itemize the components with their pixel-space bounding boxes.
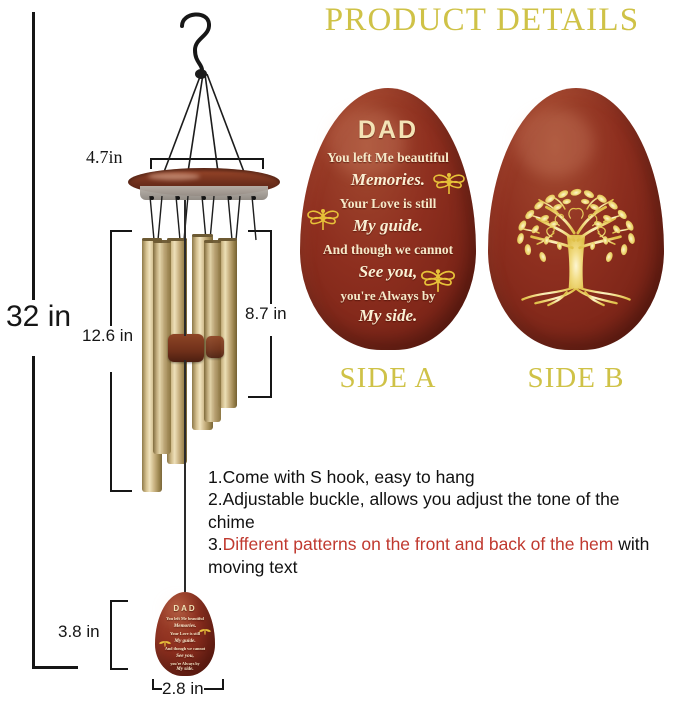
tube-cap (167, 238, 187, 241)
mini-sail-line-8: My side. (176, 667, 194, 672)
short-tube-line-lower (270, 336, 272, 398)
feature-1-number: 1. (208, 467, 223, 487)
feature-item-3: 3.Different patterns on the front and ba… (208, 533, 670, 578)
long-tube-line-lower (110, 372, 112, 492)
short-tube-line-upper (270, 230, 272, 304)
side-a-line-7: you're Always by (340, 288, 436, 303)
chime-tube (153, 240, 171, 454)
feature-3-tail: with moving text (208, 534, 650, 577)
long-tube-line-upper (110, 230, 112, 326)
wooden-clapper-side (206, 336, 224, 358)
side-a-line-4: My guide. (353, 216, 423, 235)
feature-2-number: 2. (208, 489, 223, 510)
mini-sail-line-6: See you, (176, 653, 194, 659)
feature-1-text: Come with S hook, easy to hang (222, 467, 475, 487)
tube-cap (204, 240, 221, 243)
dimension-sail-width: 2.8 in (162, 679, 204, 699)
tube-cap (142, 238, 162, 241)
tube-cap (192, 234, 213, 237)
disc-width-tick-right (262, 158, 264, 169)
sail-height-line (110, 600, 112, 670)
side-b-label: SIDE B (527, 362, 625, 394)
mini-sail-line-3: Your Love is still (169, 631, 201, 636)
overall-height-foot (32, 666, 78, 669)
side-a-line-2: Memories. (350, 170, 426, 189)
mini-sail-gloss (164, 598, 191, 621)
sail-cord (184, 360, 186, 592)
side-a-line-1: You left Me beautiful (327, 150, 449, 165)
feature-item-1: 1.Come with S hook, easy to hang (208, 466, 670, 488)
sail-height-tick-top (110, 600, 128, 602)
long-tube-tick-top (110, 230, 132, 232)
dragonfly-icon (418, 266, 458, 299)
tube-cap (218, 238, 237, 241)
overall-height-line-upper (32, 12, 35, 300)
dragonfly-icon (306, 206, 340, 237)
mini-sail-line-1: You left Me beautiful (166, 616, 204, 621)
feature-2-text: Adjustable buckle, allows you adjust the… (208, 489, 620, 532)
side-b-gloss (516, 108, 594, 178)
sail-height-tick-bottom (110, 668, 128, 670)
feature-list: 1.Come with S hook, easy to hang 2.Adjus… (208, 466, 670, 578)
tube-cap (153, 240, 171, 243)
dimension-total-height: 32 in (6, 300, 72, 334)
side-a-line-5: And though we cannot (322, 242, 454, 257)
side-a-wind-catcher: DAD You left Me beautiful Memories. Your… (300, 88, 476, 350)
mini-sail-line-5: And though we cannot (164, 646, 206, 651)
mini-sail-line-2: Memories. (173, 623, 197, 629)
side-a-label: SIDE A (339, 362, 437, 394)
chime-tube (218, 238, 237, 408)
sail-width-tick-right (222, 679, 224, 689)
disc-width-line (150, 158, 264, 160)
mini-sail-heading: DAD (173, 604, 197, 613)
tree-of-life-icon (502, 174, 650, 316)
dragonfly-icon (432, 170, 466, 201)
wooden-clapper (168, 334, 204, 362)
page-title: PRODUCT DETAILS (324, 2, 640, 38)
side-a-heading: DAD (357, 116, 419, 144)
s-hook (168, 6, 230, 84)
mini-sail-line-7: you're Always by (170, 661, 200, 666)
side-a-line-8: My side. (358, 306, 418, 325)
dragonfly-icon (199, 624, 211, 642)
disc-highlight (148, 173, 200, 180)
feature-item-2: 2.Adjustable buckle, allows you adjust t… (208, 488, 670, 533)
hanging-cords (150, 72, 258, 180)
disc-width-tick-left (150, 158, 152, 169)
mini-wind-catcher: DAD You left Me beautiful Memories. Your… (155, 592, 215, 676)
sail-width-tick-left (152, 679, 154, 689)
side-a-line-6: See you, (358, 262, 418, 281)
feature-3-number: 3. (208, 534, 223, 555)
side-a-gloss (328, 108, 406, 178)
dimension-disc-width: 4.7in (86, 147, 123, 168)
long-tube-tick-bottom (110, 490, 132, 492)
dragonfly-icon (159, 636, 171, 654)
dimension-sail-height: 3.8 in (58, 622, 100, 642)
clapper-cord (184, 200, 186, 336)
mini-sail-line-4: My guide. (174, 638, 196, 644)
feature-3-text: Different patterns on the front and back… (222, 534, 614, 555)
chime-tube (204, 240, 221, 422)
disc-underside (140, 186, 268, 200)
short-tube-tick-top (248, 230, 272, 232)
short-tube-tick-bottom (248, 396, 272, 398)
dimension-long-tube: 12.6 in (82, 326, 134, 346)
side-a-line-3: Your Love is still (339, 196, 437, 211)
dimension-short-tube: 8.7 in (245, 304, 287, 324)
overall-height-line-lower (32, 356, 35, 668)
side-b-wind-catcher (488, 88, 664, 350)
